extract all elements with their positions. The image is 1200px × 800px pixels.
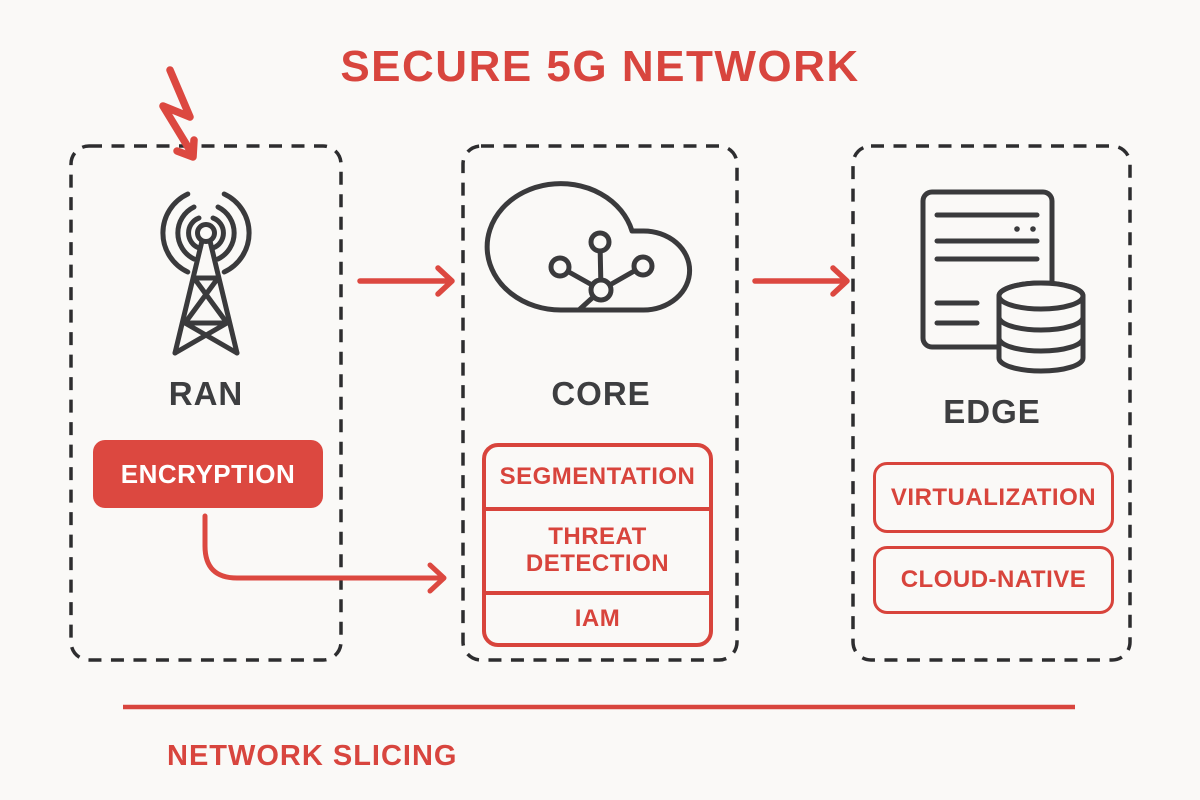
iam-row: IAM	[486, 595, 709, 643]
ran-label: RAN	[168, 375, 244, 412]
edge-label: EDGE	[943, 393, 1041, 430]
network-slicing-label: NETWORK SLICING	[167, 740, 458, 772]
database-body	[996, 280, 1086, 374]
cloud-network-icon	[487, 184, 689, 310]
ran-to-core-arrow	[357, 265, 455, 297]
radio-tower-icon	[160, 191, 252, 356]
segmentation-row: SEGMENTATION	[486, 447, 709, 511]
cloud-native-badge: CLOUD-NATIVE	[873, 546, 1114, 614]
threat-detection-label-line2: DETECTION	[525, 550, 670, 577]
segmentation-label: SEGMENTATION	[499, 462, 696, 490]
encryption-badge: ENCRYPTION	[93, 440, 323, 508]
encryption-to-core-curved-arrow	[202, 513, 447, 594]
iam-label: IAM	[574, 604, 621, 632]
virtualization-badge: VIRTUALIZATION	[873, 462, 1114, 533]
core-label: CORE	[551, 375, 651, 412]
threat-detection-label-line1: THREAT	[548, 523, 647, 551]
core-security-stack: SEGMENTATION THREAT DETECTION IAM	[482, 443, 713, 647]
server-database-icon	[920, 189, 1086, 374]
diagram-title: SECURE 5G NETWORK	[340, 42, 860, 91]
core-to-edge-arrow	[752, 265, 850, 297]
threat-detection-row: THREAT DETECTION	[486, 511, 709, 595]
